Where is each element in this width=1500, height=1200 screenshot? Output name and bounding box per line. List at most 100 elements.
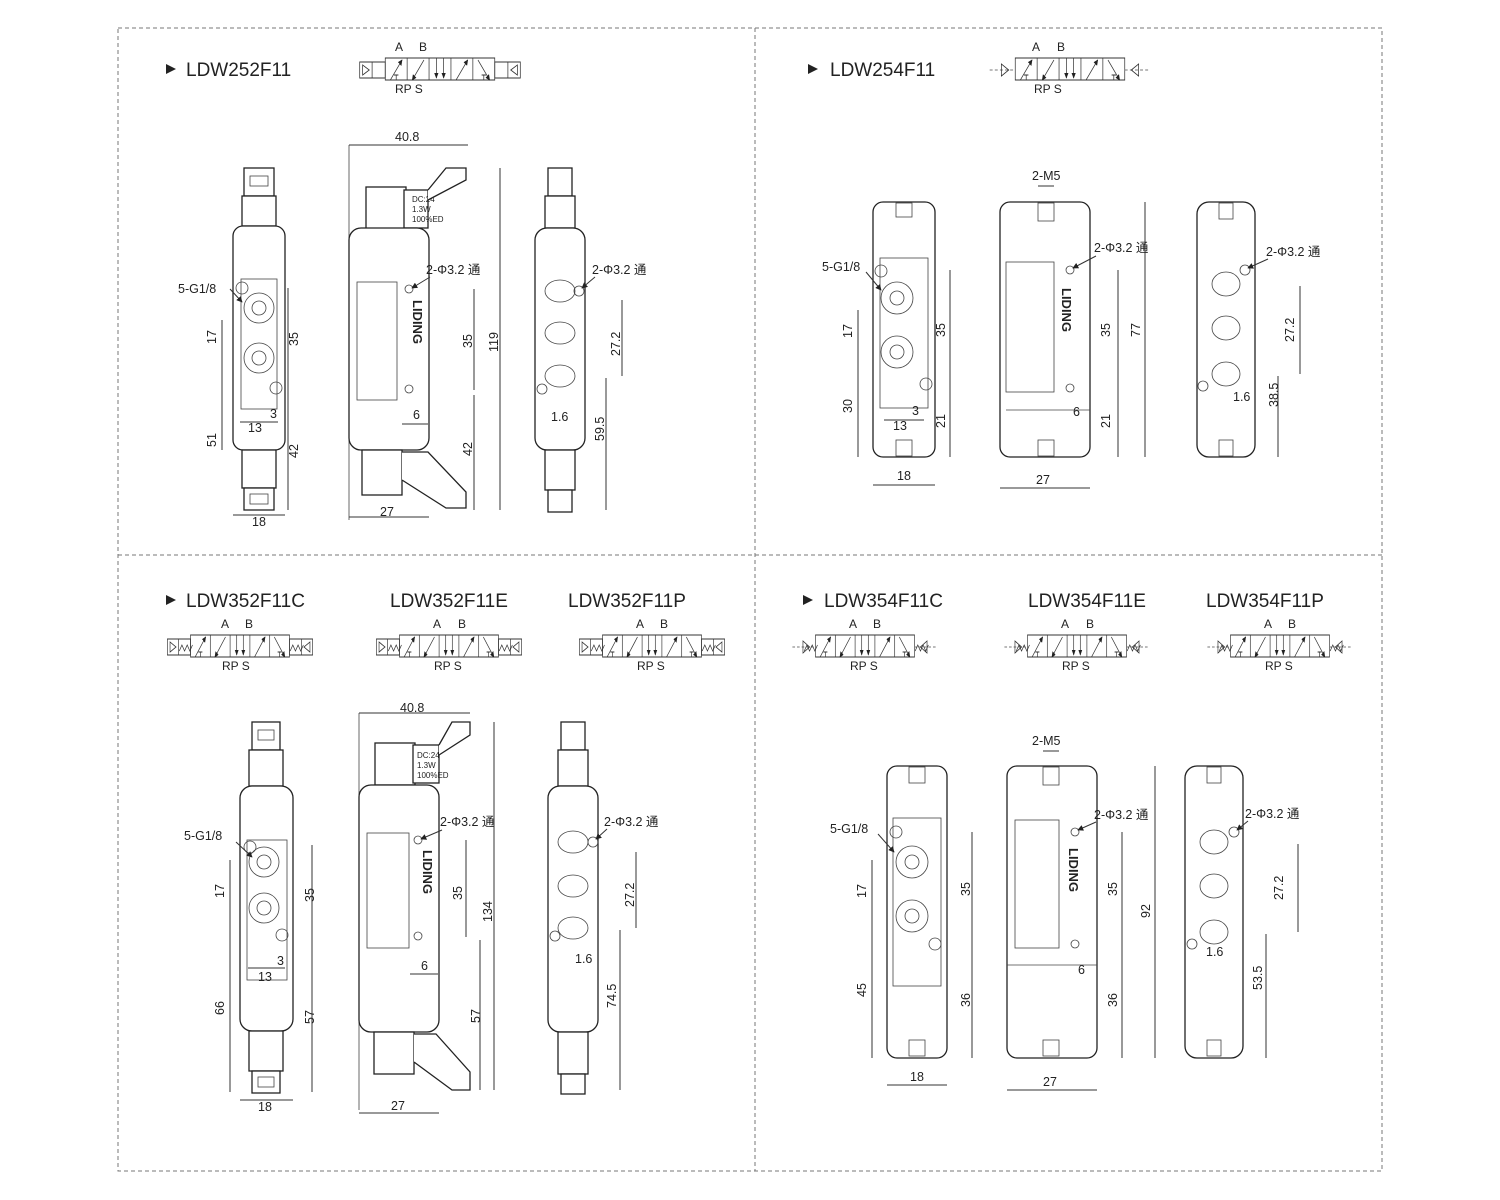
dim-6: 6	[1073, 405, 1080, 419]
title-bullet-icon	[803, 595, 813, 605]
model-title: LDW254F11	[830, 60, 935, 81]
dim-77: 77	[1129, 323, 1143, 337]
dim-port-label: 5-G1/8	[830, 822, 868, 836]
dim-m5: 2-M5	[1032, 169, 1061, 183]
dim-38-5: 38.5	[1267, 383, 1281, 407]
title-bullet-icon	[808, 64, 818, 74]
dim-hole-side: 2-Φ3.2 通	[1094, 808, 1149, 822]
coil-duty: 100%ED	[412, 215, 444, 224]
dim-3: 3	[277, 954, 284, 968]
dim-port-label: 5-G1/8	[178, 282, 216, 296]
dim-36-side: 36	[1106, 993, 1120, 1007]
front-view	[872, 201, 936, 458]
dim-53-5: 53.5	[1251, 966, 1265, 990]
dim-51: 51	[205, 433, 219, 447]
panel-ldw352f11: LDW352F11C LDW352F11E LDW352F11P A B RP …	[166, 591, 726, 1114]
model-title-p: LDW352F11P	[568, 591, 686, 612]
side-view: 40.8 DC:24 1.3W 100%ED LIDING	[348, 130, 468, 520]
dim-27: 27	[1036, 473, 1050, 487]
dim-35-side: 35	[1099, 323, 1113, 337]
dim-6: 6	[413, 408, 420, 422]
dim-30: 30	[841, 399, 855, 413]
dim-27: 27	[391, 1099, 405, 1113]
dim-35-front: 35	[959, 882, 973, 896]
dim-13: 13	[258, 970, 272, 984]
dim-17: 17	[855, 884, 869, 898]
dim-21-front: 21	[934, 414, 948, 428]
dim-57-side: 57	[469, 1009, 483, 1023]
dim-40-8: 40.8	[395, 130, 419, 144]
valve-symbol-c	[166, 635, 314, 657]
brand-label: LIDING	[420, 850, 435, 894]
dim-42-front: 42	[287, 444, 301, 458]
dim-1-6: 1.6	[1206, 945, 1223, 959]
dim-27-2: 27.2	[1272, 876, 1286, 900]
port-rps-label: RP S	[1034, 82, 1062, 96]
dim-3: 3	[270, 407, 277, 421]
port-b-label: B	[458, 617, 466, 631]
side-view: LIDING	[1006, 765, 1098, 1059]
dim-27: 27	[1043, 1075, 1057, 1089]
valve-symbol-e	[375, 635, 523, 657]
back-view	[547, 721, 599, 1095]
dim-27-2: 27.2	[1283, 318, 1297, 342]
valve-symbol-e	[1003, 635, 1151, 657]
port-a-label: A	[221, 617, 229, 631]
dim-hole-side: 2-Φ3.2 通	[1094, 241, 1149, 255]
port-a-label: A	[395, 40, 403, 54]
dim-6: 6	[1078, 963, 1085, 977]
dim-m5: 2-M5	[1032, 734, 1061, 748]
dim-hole-back: 2-Φ3.2 通	[1266, 245, 1321, 259]
dim-59-5: 59.5	[593, 417, 607, 441]
dim-6: 6	[421, 959, 428, 973]
valve-symbol	[359, 58, 521, 80]
back-view	[1196, 201, 1256, 458]
back-view	[534, 167, 586, 513]
dim-port-label: 5-G1/8	[184, 829, 222, 843]
port-a-label: A	[1061, 617, 1069, 631]
outer-frame	[117, 27, 1383, 1172]
dim-18: 18	[897, 469, 911, 483]
dim-27-2: 27.2	[609, 332, 623, 356]
dim-35-side: 35	[461, 334, 475, 348]
dim-13: 13	[248, 421, 262, 435]
dim-hole-back: 2-Φ3.2 通	[1245, 807, 1300, 821]
dim-45: 45	[855, 983, 869, 997]
dim-port-label: 5-G1/8	[822, 260, 860, 274]
port-b-label: B	[1288, 617, 1296, 631]
dim-hole-side: 2-Φ3.2 通	[426, 263, 481, 277]
valve-symbol-p	[1206, 635, 1354, 657]
port-a-label: A	[636, 617, 644, 631]
dim-35-side: 35	[451, 886, 465, 900]
port-rps-label: RP S	[434, 659, 462, 673]
dim-hole-back: 2-Φ3.2 通	[604, 815, 659, 829]
port-a-label: A	[849, 617, 857, 631]
dim-27-2: 27.2	[623, 883, 637, 907]
dim-18: 18	[258, 1100, 272, 1114]
dim-35-front: 35	[287, 332, 301, 346]
dim-hole-back: 2-Φ3.2 通	[592, 263, 647, 277]
port-rps-label: RP S	[222, 659, 250, 673]
panel-ldw252f11: LDW252F11 A B RP S 5-G1/8 17 51 35 4	[166, 40, 647, 529]
dim-35-side: 35	[1106, 882, 1120, 896]
dim-1-6: 1.6	[551, 410, 568, 424]
back-view	[1184, 765, 1244, 1059]
dim-18: 18	[252, 515, 266, 529]
valve-symbol-p	[578, 635, 726, 657]
port-b-label: B	[419, 40, 427, 54]
brand-label: LIDING	[1066, 848, 1081, 892]
dim-134: 134	[481, 901, 495, 922]
dim-13: 13	[893, 419, 907, 433]
dim-17: 17	[841, 324, 855, 338]
side-view: LIDING	[999, 201, 1091, 458]
front-view	[232, 167, 286, 511]
front-view	[239, 721, 294, 1094]
coil-power: 1.3W	[417, 761, 436, 770]
panel-ldw254f11: LDW254F11 A B RP S 5-G1/8 17 30 35 21 3 …	[808, 40, 1321, 489]
dim-40-8: 40.8	[400, 701, 424, 715]
dim-57-front: 57	[303, 1010, 317, 1024]
dim-3: 3	[912, 404, 919, 418]
valve-symbol-c	[791, 635, 939, 657]
port-a-label: A	[433, 617, 441, 631]
